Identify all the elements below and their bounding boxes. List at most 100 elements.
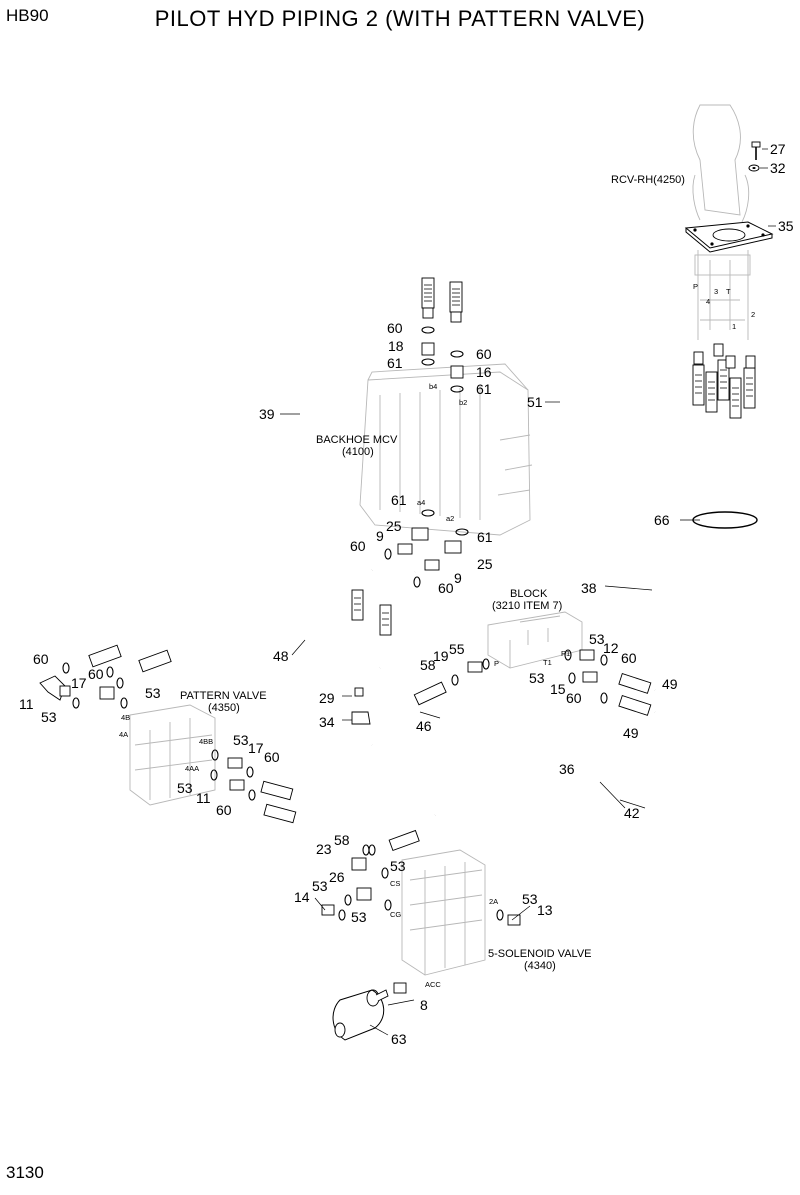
pattern-valve-label: PATTERN VALVE xyxy=(180,690,267,702)
pipe-36 xyxy=(370,400,747,805)
callout-18: 18 xyxy=(388,338,404,354)
callout-23: 23 xyxy=(316,841,332,857)
callout-60: 60 xyxy=(350,538,366,554)
pipe-48-link xyxy=(356,568,381,671)
svg-text:b4: b4 xyxy=(429,382,437,391)
band-66 xyxy=(692,511,758,529)
svg-text:P1: P1 xyxy=(561,649,570,658)
svg-text:T: T xyxy=(726,287,731,296)
pattern-valve-code: (4350) xyxy=(208,702,240,714)
page-number: 3130 xyxy=(6,1163,44,1182)
callout-35: 35 xyxy=(778,218,794,234)
callout-42: 42 xyxy=(624,805,640,821)
svg-text:4A: 4A xyxy=(119,730,128,739)
solenoid-valve-body xyxy=(401,849,486,976)
washer-32 xyxy=(748,164,760,172)
svg-text:4: 4 xyxy=(706,297,710,306)
pipe-39 xyxy=(109,244,430,662)
hose-grip-marks xyxy=(354,284,753,626)
rcv-rh-label: RCV-RH(4250) xyxy=(611,174,685,186)
callout-12: 12 xyxy=(603,640,619,656)
pipe-a2 xyxy=(390,570,416,601)
callout-36: 36 xyxy=(559,761,575,777)
callout-53: 53 xyxy=(41,709,57,725)
callout-9: 9 xyxy=(376,528,384,544)
callout-13: 13 xyxy=(537,902,553,918)
callout-15: 15 xyxy=(550,681,566,697)
callout-60: 60 xyxy=(387,320,403,336)
pipe-51 xyxy=(454,244,702,530)
backhoe-mcv-label: BACKHOE MCV xyxy=(316,434,398,446)
callout-53: 53 xyxy=(522,891,538,907)
callout-58: 58 xyxy=(334,832,350,848)
svg-text:CS: CS xyxy=(390,879,400,888)
callout-11: 11 xyxy=(19,696,34,712)
backhoe-mcv-code: (4100) xyxy=(342,446,374,458)
solenoid-valve-code: (4340) xyxy=(524,960,556,972)
callout-32: 32 xyxy=(770,160,786,176)
svg-text:4BB: 4BB xyxy=(199,737,213,746)
callout-61: 61 xyxy=(387,355,403,371)
callout-60: 60 xyxy=(438,580,454,596)
callout-16: 16 xyxy=(476,364,492,380)
callout-53: 53 xyxy=(145,685,161,701)
callout-9: 9 xyxy=(454,570,462,586)
callout-25: 25 xyxy=(386,518,402,534)
callout-53: 53 xyxy=(390,858,406,874)
callout-38: 38 xyxy=(581,580,597,596)
svg-text:a4: a4 xyxy=(417,498,425,507)
backhoe-mcv-body xyxy=(359,363,533,536)
callout-39: 39 xyxy=(259,406,275,422)
callout-17: 17 xyxy=(71,675,87,691)
svg-text:P: P xyxy=(693,282,698,291)
callout-34: 34 xyxy=(319,714,335,730)
callout-25: 25 xyxy=(477,556,493,572)
pipe-pv-lower xyxy=(291,783,438,826)
callout-61: 61 xyxy=(477,529,493,545)
svg-text:4AA: 4AA xyxy=(185,764,199,773)
rcv-flange xyxy=(684,221,774,253)
callout-55: 55 xyxy=(449,641,465,657)
svg-text:CG: CG xyxy=(390,910,401,919)
svg-text:4B: 4B xyxy=(121,713,130,722)
callout-60: 60 xyxy=(264,749,280,765)
svg-text:1: 1 xyxy=(732,322,736,331)
svg-text:2: 2 xyxy=(751,310,755,319)
o-rings xyxy=(62,326,608,921)
adapter-fittings xyxy=(39,342,598,994)
pipe-48 xyxy=(154,600,394,671)
svg-text:ACC: ACC xyxy=(425,980,441,989)
svg-text:a2: a2 xyxy=(446,514,454,523)
svg-text:T1: T1 xyxy=(543,658,552,667)
callout-63: 63 xyxy=(391,1031,407,1047)
callout-53: 53 xyxy=(233,732,249,748)
accumulator-63 xyxy=(332,989,389,1041)
callout-8: 8 xyxy=(420,997,428,1013)
bolt-27 xyxy=(751,141,761,160)
callout-19: 19 xyxy=(433,648,449,664)
callout-51: 51 xyxy=(527,394,543,410)
callout-14: 14 xyxy=(294,889,310,905)
callout-53: 53 xyxy=(312,878,328,894)
callout-29: 29 xyxy=(319,690,335,706)
svg-text:P: P xyxy=(494,659,499,668)
callout-53: 53 xyxy=(589,631,605,647)
callout-66: 66 xyxy=(654,512,670,528)
callout-49: 49 xyxy=(662,676,678,692)
callout-61: 61 xyxy=(476,381,492,397)
hose-fittings xyxy=(88,277,756,852)
model-code: HB90 xyxy=(6,6,49,25)
callout-48: 48 xyxy=(273,648,289,664)
callout-17: 17 xyxy=(248,740,264,756)
callout-27: 27 xyxy=(770,141,786,157)
svg-text:2A: 2A xyxy=(489,897,498,906)
svg-text:b2: b2 xyxy=(459,398,467,407)
solenoid-valve-label: 5-SOLENOID VALVE xyxy=(488,948,592,960)
callout-60: 60 xyxy=(621,650,637,666)
callout-53: 53 xyxy=(177,780,193,796)
callout-58: 58 xyxy=(420,657,436,673)
callout-49: 49 xyxy=(623,725,639,741)
pipe-38 xyxy=(371,400,714,592)
callout-46: 46 xyxy=(416,718,432,734)
